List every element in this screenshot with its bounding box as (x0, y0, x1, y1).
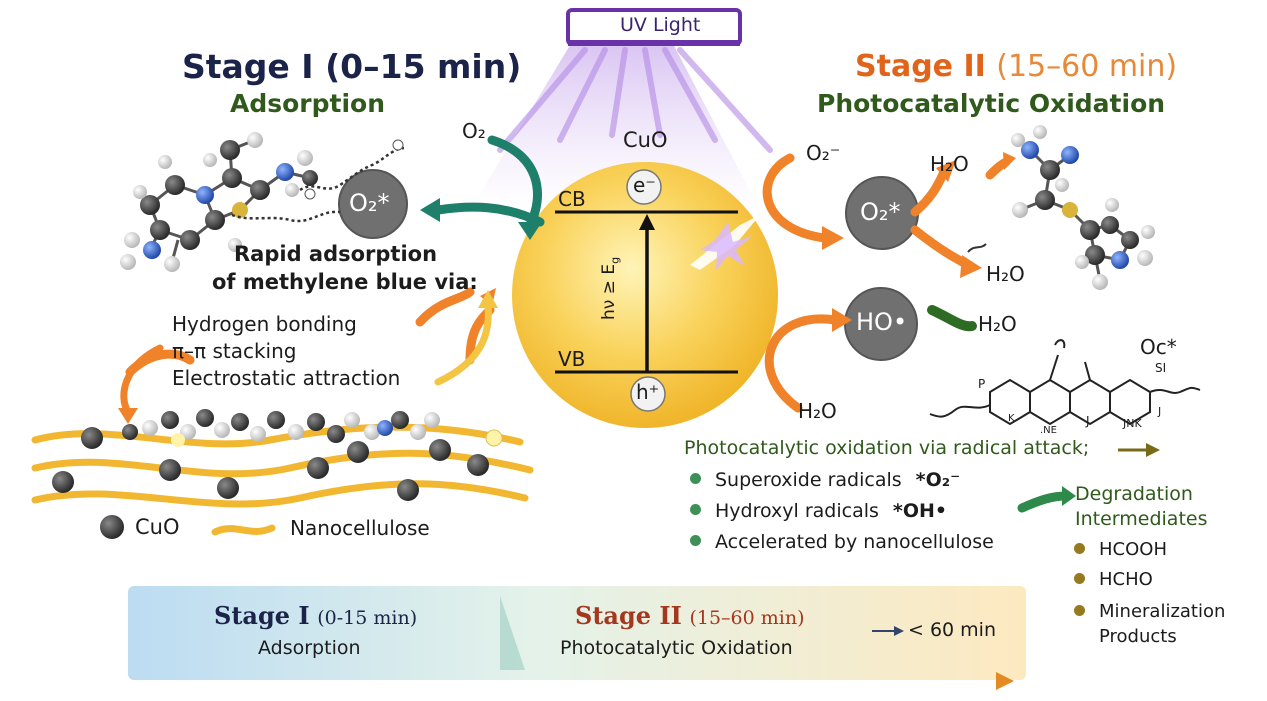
uv-light-label: UV Light (620, 14, 701, 36)
bullet-icon (1074, 604, 1085, 616)
intermediate-mineralization: Mineralization (1074, 601, 1225, 623)
timeline-total: < 60 min (908, 619, 997, 641)
excitation-label: hν ≥ Eg (599, 256, 622, 320)
cuo-nanoparticles (52, 427, 489, 501)
timeline-stage2: Stage II (15–60 min) (575, 601, 805, 630)
rapid-adsorption-line2: of methylene blue via: (212, 270, 478, 294)
h2o-top-1: H₂O (930, 152, 969, 176)
oxidation-heading: Photocatalytic oxidation via radical att… (684, 437, 1090, 459)
formula-label-jnk: JNK (1123, 417, 1142, 430)
hole-circle (630, 376, 666, 412)
heading-arrow (1146, 443, 1160, 457)
o2-star-circle-left (338, 169, 408, 239)
molecule-atoms-right (1011, 125, 1155, 290)
radical-item-hydroxyl: Hydroxyl radicals*OH• (690, 500, 947, 523)
timeline-stage1: Stage I (0-15 min) (214, 601, 418, 630)
degradation-title-line1: Degradation (1075, 483, 1193, 505)
legend-nanocellulose-label: Nanocellulose (290, 516, 430, 540)
uv-beams (470, 42, 773, 210)
formula-label-p: P (978, 377, 986, 391)
bullet-icon (690, 535, 701, 546)
mechanism-electrostatic: Electrostatic attraction (172, 366, 401, 390)
legend-cuo-label: CuO (135, 515, 180, 539)
mechanism-pi-stacking: π–π stacking (172, 339, 297, 363)
timeline-total-arrow (894, 626, 904, 636)
cuo-particle (512, 162, 778, 428)
bullet-icon (690, 504, 701, 515)
bullet-icon (1074, 572, 1085, 584)
o2-star-right: O₂* (860, 198, 901, 226)
molecule-atoms-left (120, 132, 318, 272)
stage2-title: Stage II (15–60 min) (855, 49, 1178, 84)
timeline-bar (128, 586, 1026, 680)
mechanism-hbond: Hydrogen bonding (172, 312, 357, 336)
hole-label: h⁺ (636, 380, 660, 404)
structural-formula (929, 339, 1201, 426)
intermediate-hcooh: HCOOH (1074, 539, 1167, 561)
nanocellulose-fibers (31, 423, 534, 508)
electron-circle (626, 169, 662, 205)
adsorbed-molecules (122, 409, 503, 447)
superoxide-label: O₂⁻ (806, 141, 841, 165)
cb-label: CB (558, 187, 586, 211)
legend-nanocellulose-icon (211, 524, 276, 536)
formula-label-oc: Oc* (1140, 335, 1177, 359)
h2o-right: H₂O (978, 312, 1017, 336)
rapid-adsorption-line1: Rapid adsorption (234, 242, 438, 266)
radical-item-superoxide: Superoxide radicals*O₂⁻ (690, 469, 960, 492)
cuo-label: CuO (623, 128, 668, 152)
o2-label: O₂ (462, 119, 486, 143)
adsorption-arrow-to-cuo (434, 301, 492, 386)
uv-lamp-base (568, 40, 740, 46)
vb-label: VB (558, 347, 586, 371)
intermediate-hcho: HCHO (1074, 569, 1153, 591)
o2-star-arrow (433, 202, 545, 227)
formula-label-j1: J (1086, 414, 1090, 428)
formula-label-ne: .NE (1040, 425, 1057, 436)
radical-item-nanocellulose: Accelerated by nanocellulose (690, 531, 994, 554)
degradation-arrow (1017, 491, 1071, 513)
stage1-subtitle: Adsorption (230, 89, 386, 118)
legend-cuo-icon (100, 515, 124, 539)
h2o-bottom: H₂O (798, 399, 837, 423)
timeline-divider (500, 596, 525, 670)
excitation-arrowhead (639, 214, 655, 230)
bullet-icon (1074, 542, 1085, 554)
electron-label: e⁻ (633, 173, 656, 197)
intermediate-products: Products (1099, 626, 1177, 647)
timeline-stage2-sub: Photocatalytic Oxidation (560, 637, 793, 659)
stage1-title: Stage I (0–15 min) (182, 47, 522, 86)
degradation-title-line2: Intermediates (1075, 508, 1208, 530)
formula-label-k: K (1008, 413, 1015, 424)
ho-radical-label: HO• (856, 308, 908, 336)
bullet-icon (690, 473, 701, 484)
stage2-subtitle: Photocatalytic Oxidation (817, 89, 1166, 118)
mechanism-arrow (120, 344, 164, 416)
o2-star-left: O₂* (349, 189, 390, 217)
timeline-stage1-sub: Adsorption (258, 637, 361, 659)
chain-left (299, 146, 405, 192)
ho-to-h2o-arrow (927, 305, 977, 332)
formula-label-j2: J (1158, 405, 1162, 418)
formula-label-si: SI (1155, 361, 1167, 375)
h2o-top-2: H₂O (986, 262, 1025, 286)
